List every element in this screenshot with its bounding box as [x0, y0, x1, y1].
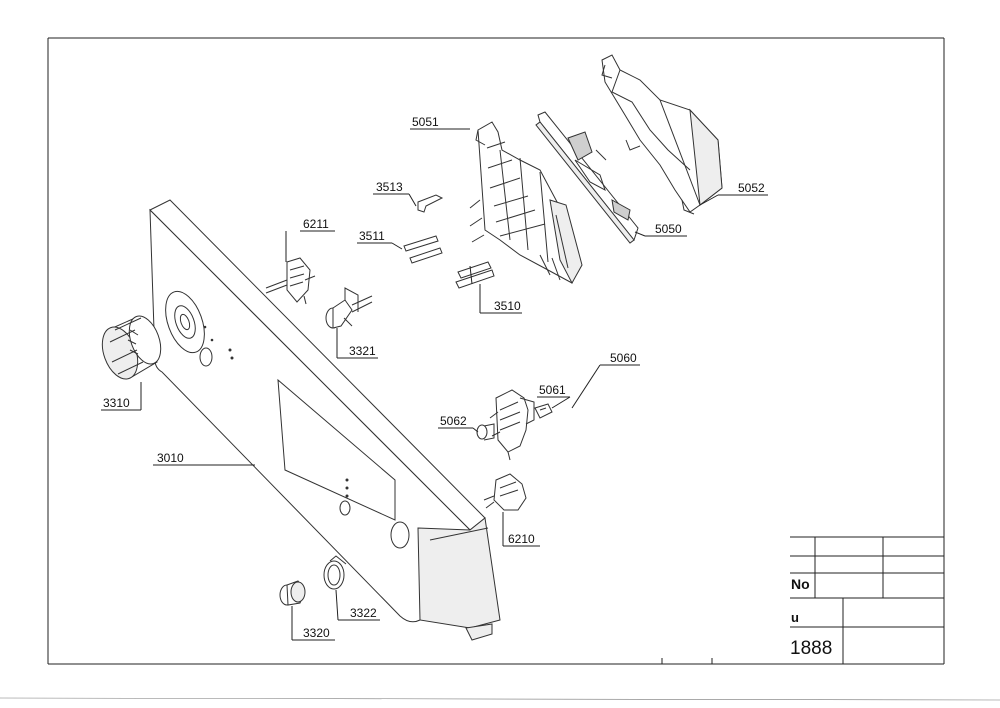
electronic-board-frame — [469, 121, 583, 285]
spring-clip — [417, 194, 444, 213]
part-labels: 5051 5052 5050 3513 6211 3511 3510 3321 … — [103, 115, 765, 640]
label-5052: 5052 — [738, 181, 765, 195]
switch-6211 — [265, 257, 316, 305]
drawing-number: 1888 — [790, 638, 832, 659]
push-rods-3511 — [403, 235, 443, 264]
label-3320: 3320 — [303, 626, 330, 640]
control-panel-fascia — [149, 199, 501, 641]
label-5050: 5050 — [655, 222, 682, 236]
indicator-lamp — [476, 423, 495, 441]
drawing-frame — [0, 37, 1000, 701]
title-block-partial-label: u — [791, 610, 799, 625]
label-3510: 3510 — [494, 299, 521, 313]
programme-knob — [101, 315, 162, 380]
switch-6210 — [483, 473, 527, 511]
switch-assembly-5060 — [489, 389, 535, 461]
label-6210: 6210 — [508, 532, 535, 546]
label-3310: 3310 — [103, 396, 130, 410]
leader-lines — [101, 128, 768, 641]
label-3322: 3322 — [350, 606, 377, 620]
title-block-no-label: No — [791, 576, 810, 592]
ring-bezel — [323, 555, 347, 590]
label-3321: 3321 — [349, 344, 376, 358]
label-3513: 3513 — [376, 180, 403, 194]
title-block: No u 1888 — [790, 536, 945, 665]
label-5051: 5051 — [412, 115, 439, 129]
label-3010: 3010 — [157, 451, 184, 465]
small-knob — [279, 580, 306, 606]
label-5062: 5062 — [440, 414, 467, 428]
board-cover-box — [601, 54, 723, 215]
label-6211: 6211 — [303, 217, 329, 231]
relay-plate — [534, 403, 553, 419]
label-3511: 3511 — [359, 229, 385, 243]
label-5061: 5061 — [539, 383, 566, 397]
button-bars-3510 — [455, 261, 495, 289]
lamp-holder — [325, 287, 373, 329]
printed-circuit-board — [535, 111, 639, 244]
label-5060: 5060 — [610, 351, 637, 365]
